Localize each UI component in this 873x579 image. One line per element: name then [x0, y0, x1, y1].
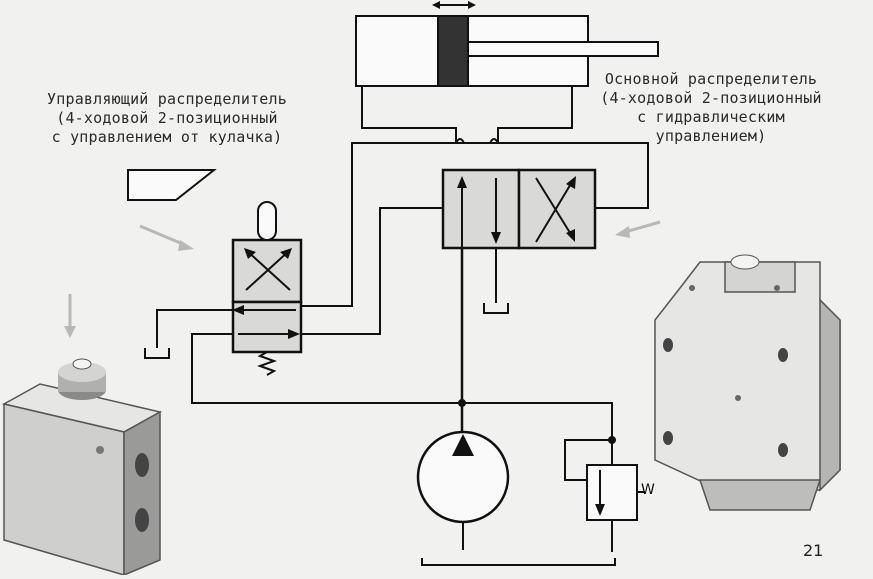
cam	[127, 169, 217, 201]
main-valve-label-line3: с гидравлическим	[637, 108, 785, 126]
main-valve-body-drawing	[654, 254, 841, 511]
hydraulic-pump	[416, 430, 510, 524]
pilot-valve-label: Управляющий распределитель (4-ходовой 2-…	[12, 90, 322, 147]
pointer-arrows	[64, 220, 661, 338]
main-valve-label-line4: управлением)	[655, 127, 767, 145]
pilot-valve-label-line1: Управляющий распределитель	[47, 90, 287, 108]
pilot-valve-label-line2: (4-ходовой 2-позиционный	[56, 109, 278, 127]
hydraulic-cylinder	[355, 1, 659, 87]
main-directional-valve	[441, 168, 597, 250]
pilot-valve-body-drawing	[1, 358, 163, 577]
main-valve-label: Основной распределитель (4-ходовой 2-поз…	[586, 70, 836, 146]
relief-pilot-line	[564, 439, 612, 481]
main-valve-label-line1: Основной распределитель	[604, 70, 818, 88]
main-valve-label-line2: (4-ходовой 2-позиционный	[600, 89, 822, 107]
pilot-line-right	[302, 142, 649, 307]
pilot-tank-line	[156, 309, 233, 348]
spring-adjust-symbol: W	[641, 482, 655, 498]
page-number: 21	[803, 541, 824, 560]
pilot-supply-line	[191, 333, 462, 404]
pilot-valve-label-line3: с управлением от кулачка)	[51, 128, 283, 146]
relief-valve	[564, 439, 645, 552]
main-tank-symbol	[483, 303, 509, 314]
pilot-line-left	[302, 207, 443, 335]
pilot-tank-symbol	[144, 348, 170, 359]
relief-supply-line	[462, 402, 613, 465]
pilot-directional-valve	[231, 201, 303, 376]
cylinder-port-b-line	[497, 86, 573, 143]
cylinder-port-a-line	[361, 86, 457, 143]
reservoir-symbol	[421, 558, 616, 566]
